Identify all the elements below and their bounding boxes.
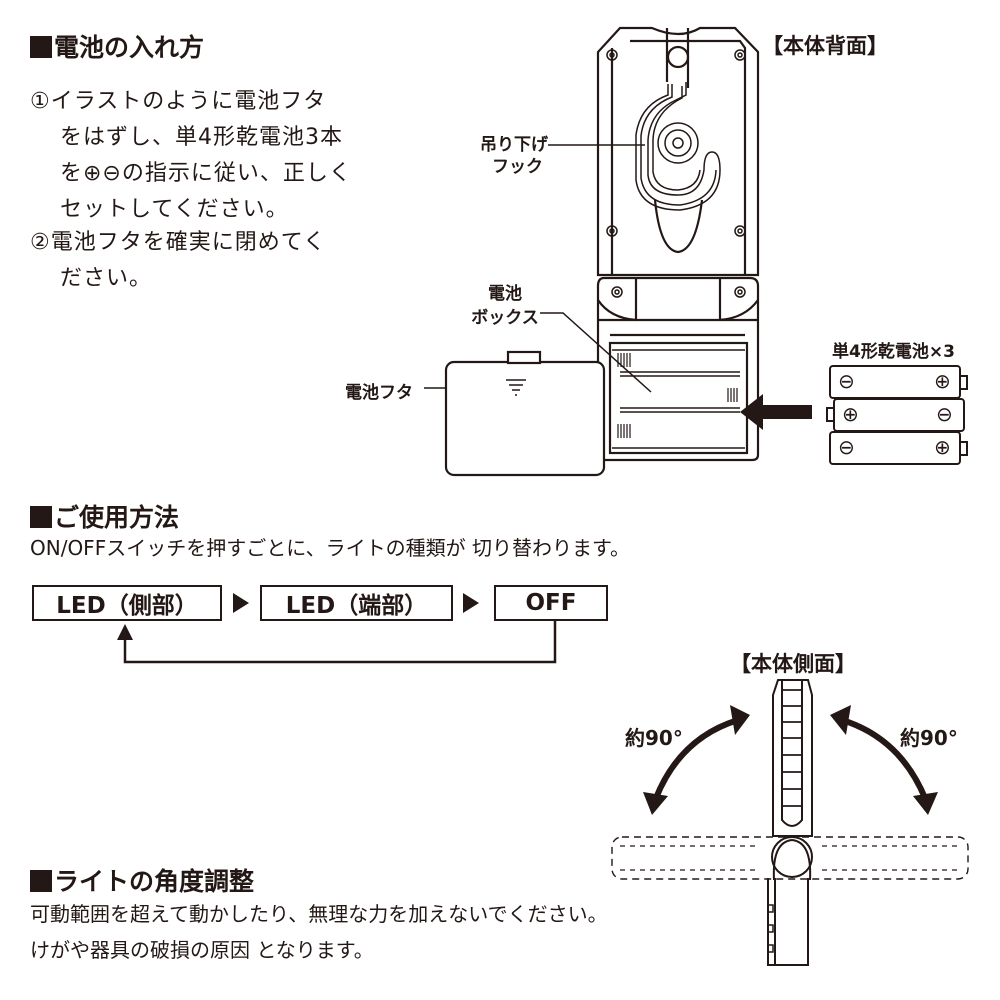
angle-warning-text: 可動範囲を超えて動かしたり、無理な力を加えないでください。 けがや器具の破損の原…: [30, 902, 608, 962]
battery-compartment: [608, 341, 749, 455]
step-marker: ②: [30, 230, 51, 255]
device-upright: [772, 679, 813, 837]
battery-2-left-terminal: ⊕: [842, 402, 859, 426]
angle-section-heading: ライトの角度調整: [30, 862, 254, 898]
flow-step-led-side: LED（側部）: [32, 585, 222, 621]
battery-section-heading: 電池の入れ方: [30, 28, 204, 64]
step-marker: ①: [30, 89, 51, 114]
rear-view-title: 【本体背面】: [762, 34, 888, 58]
square-bullet-icon: [30, 870, 52, 892]
device-upper-body: [596, 26, 760, 277]
ground-arrow-icon: [506, 379, 526, 396]
device-lower-body: [596, 276, 760, 462]
battery-3-right-terminal: ⊕: [934, 435, 951, 459]
battery-stack: [826, 365, 968, 465]
angle-arrow-left-icon: [643, 705, 750, 815]
flow-step-off: OFF: [494, 585, 608, 621]
usage-section-heading: ご使用方法: [30, 498, 179, 534]
insert-arrow-icon: [740, 394, 812, 430]
angle-right-label: 約90°: [900, 726, 958, 750]
flow-arrow-icon: [463, 593, 479, 613]
battery-step-2: ②電池フタを確実に閉めてく ださい。: [30, 230, 327, 291]
angle-left-label: 約90°: [625, 726, 683, 750]
angle-arrow-right-icon: [830, 705, 938, 815]
hanging-hook: [635, 82, 721, 211]
battery-1-left-terminal: ⊖: [838, 369, 855, 393]
flow-arrow-icon: [233, 593, 249, 613]
return-arrow-head-icon: [117, 624, 133, 640]
square-bullet-icon: [30, 506, 52, 528]
hook-callout-label: 吊り下げ フック: [480, 135, 548, 177]
side-view-title: 【本体側面】: [730, 652, 856, 676]
battery-box-callout-line: [540, 312, 652, 393]
device-base: [767, 878, 809, 966]
battery-type-label: 単4形乾電池×3: [832, 342, 955, 362]
battery-cover-callout-label: 電池フタ: [345, 383, 413, 403]
square-bullet-icon: [30, 36, 52, 58]
battery-1-right-terminal: ⊕: [934, 369, 951, 393]
battery-3-left-terminal: ⊖: [838, 435, 855, 459]
battery-step-1: ①イラストのように電池フタ をはずし、単4形乾電池3本 を⊕⊖の指示に従い、正し…: [30, 89, 352, 222]
dashed-rotated-position: [611, 836, 969, 880]
screw-icons: [606, 49, 746, 298]
usage-description: ON/OFFスイッチを押すごとに、ライトの種類が 切り替わります。: [30, 536, 630, 560]
battery-2-right-terminal: ⊖: [936, 402, 953, 426]
battery-box-callout-label: 電池 ボックス: [471, 284, 539, 328]
flow-step-led-end: LED（端部）: [260, 585, 453, 621]
battery-springs: [617, 353, 738, 438]
